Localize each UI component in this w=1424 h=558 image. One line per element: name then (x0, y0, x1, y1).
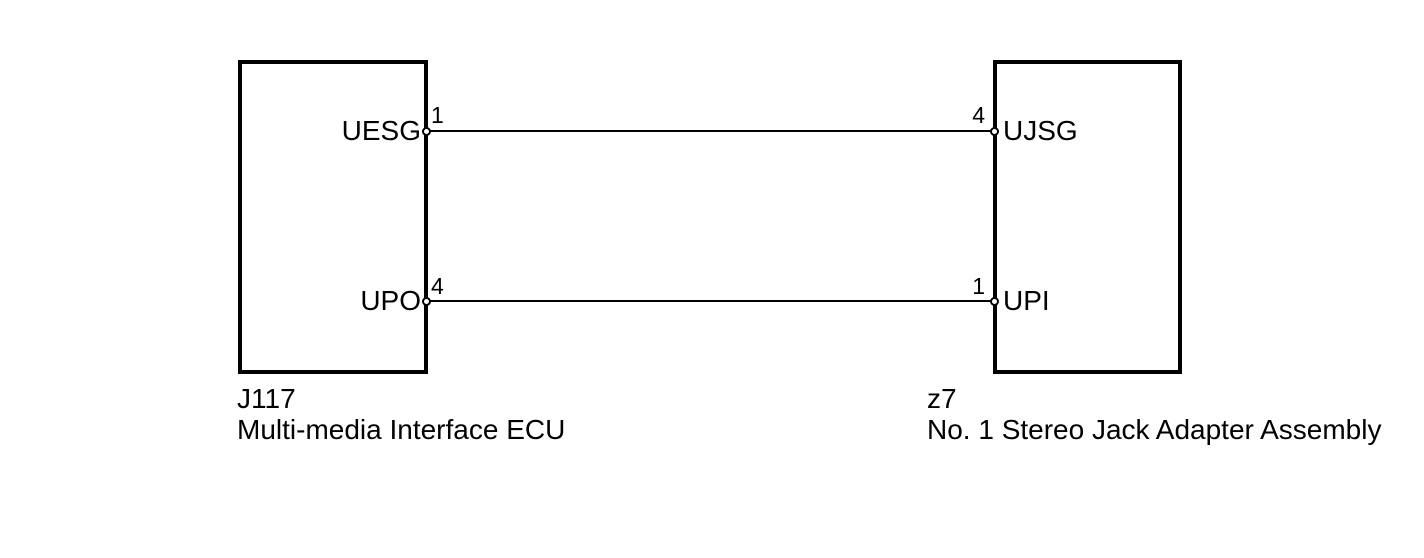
pin-terminal-z7-4-icon (990, 127, 999, 136)
pin-label-uesg: UESG (341, 115, 421, 146)
component-id-j117: J117 (237, 383, 296, 414)
pin-terminal-j117-1-icon (422, 127, 431, 136)
component-box-j117 (238, 60, 428, 374)
component-name-j117: Multi-media Interface ECU (237, 414, 566, 445)
pin-label-upo: UPO (360, 285, 421, 316)
component-name-z7: No. 1 Stereo Jack Adapter Assembly (927, 414, 1382, 445)
component-caption-j117: J117 Multi-media Interface ECU (237, 383, 565, 445)
pin-terminal-j117-4-icon (422, 297, 431, 306)
component-id-z7: z7 (927, 383, 957, 414)
pin-terminal-z7-1-icon (990, 297, 999, 306)
wire-upo-to-upi (428, 300, 993, 302)
wire-uesg-to-ujsg (428, 130, 993, 132)
pin-number-j117-1: 1 (431, 102, 444, 128)
pin-number-z7-1: 1 (972, 273, 985, 299)
pin-label-ujsg: UJSG (1003, 115, 1078, 146)
pin-number-z7-4: 4 (972, 102, 985, 128)
component-box-z7 (993, 60, 1182, 374)
pin-number-j117-4: 4 (431, 273, 444, 299)
component-caption-z7: z7 No. 1 Stereo Jack Adapter Assembly (927, 383, 1381, 445)
pin-label-upi: UPI (1003, 285, 1050, 316)
